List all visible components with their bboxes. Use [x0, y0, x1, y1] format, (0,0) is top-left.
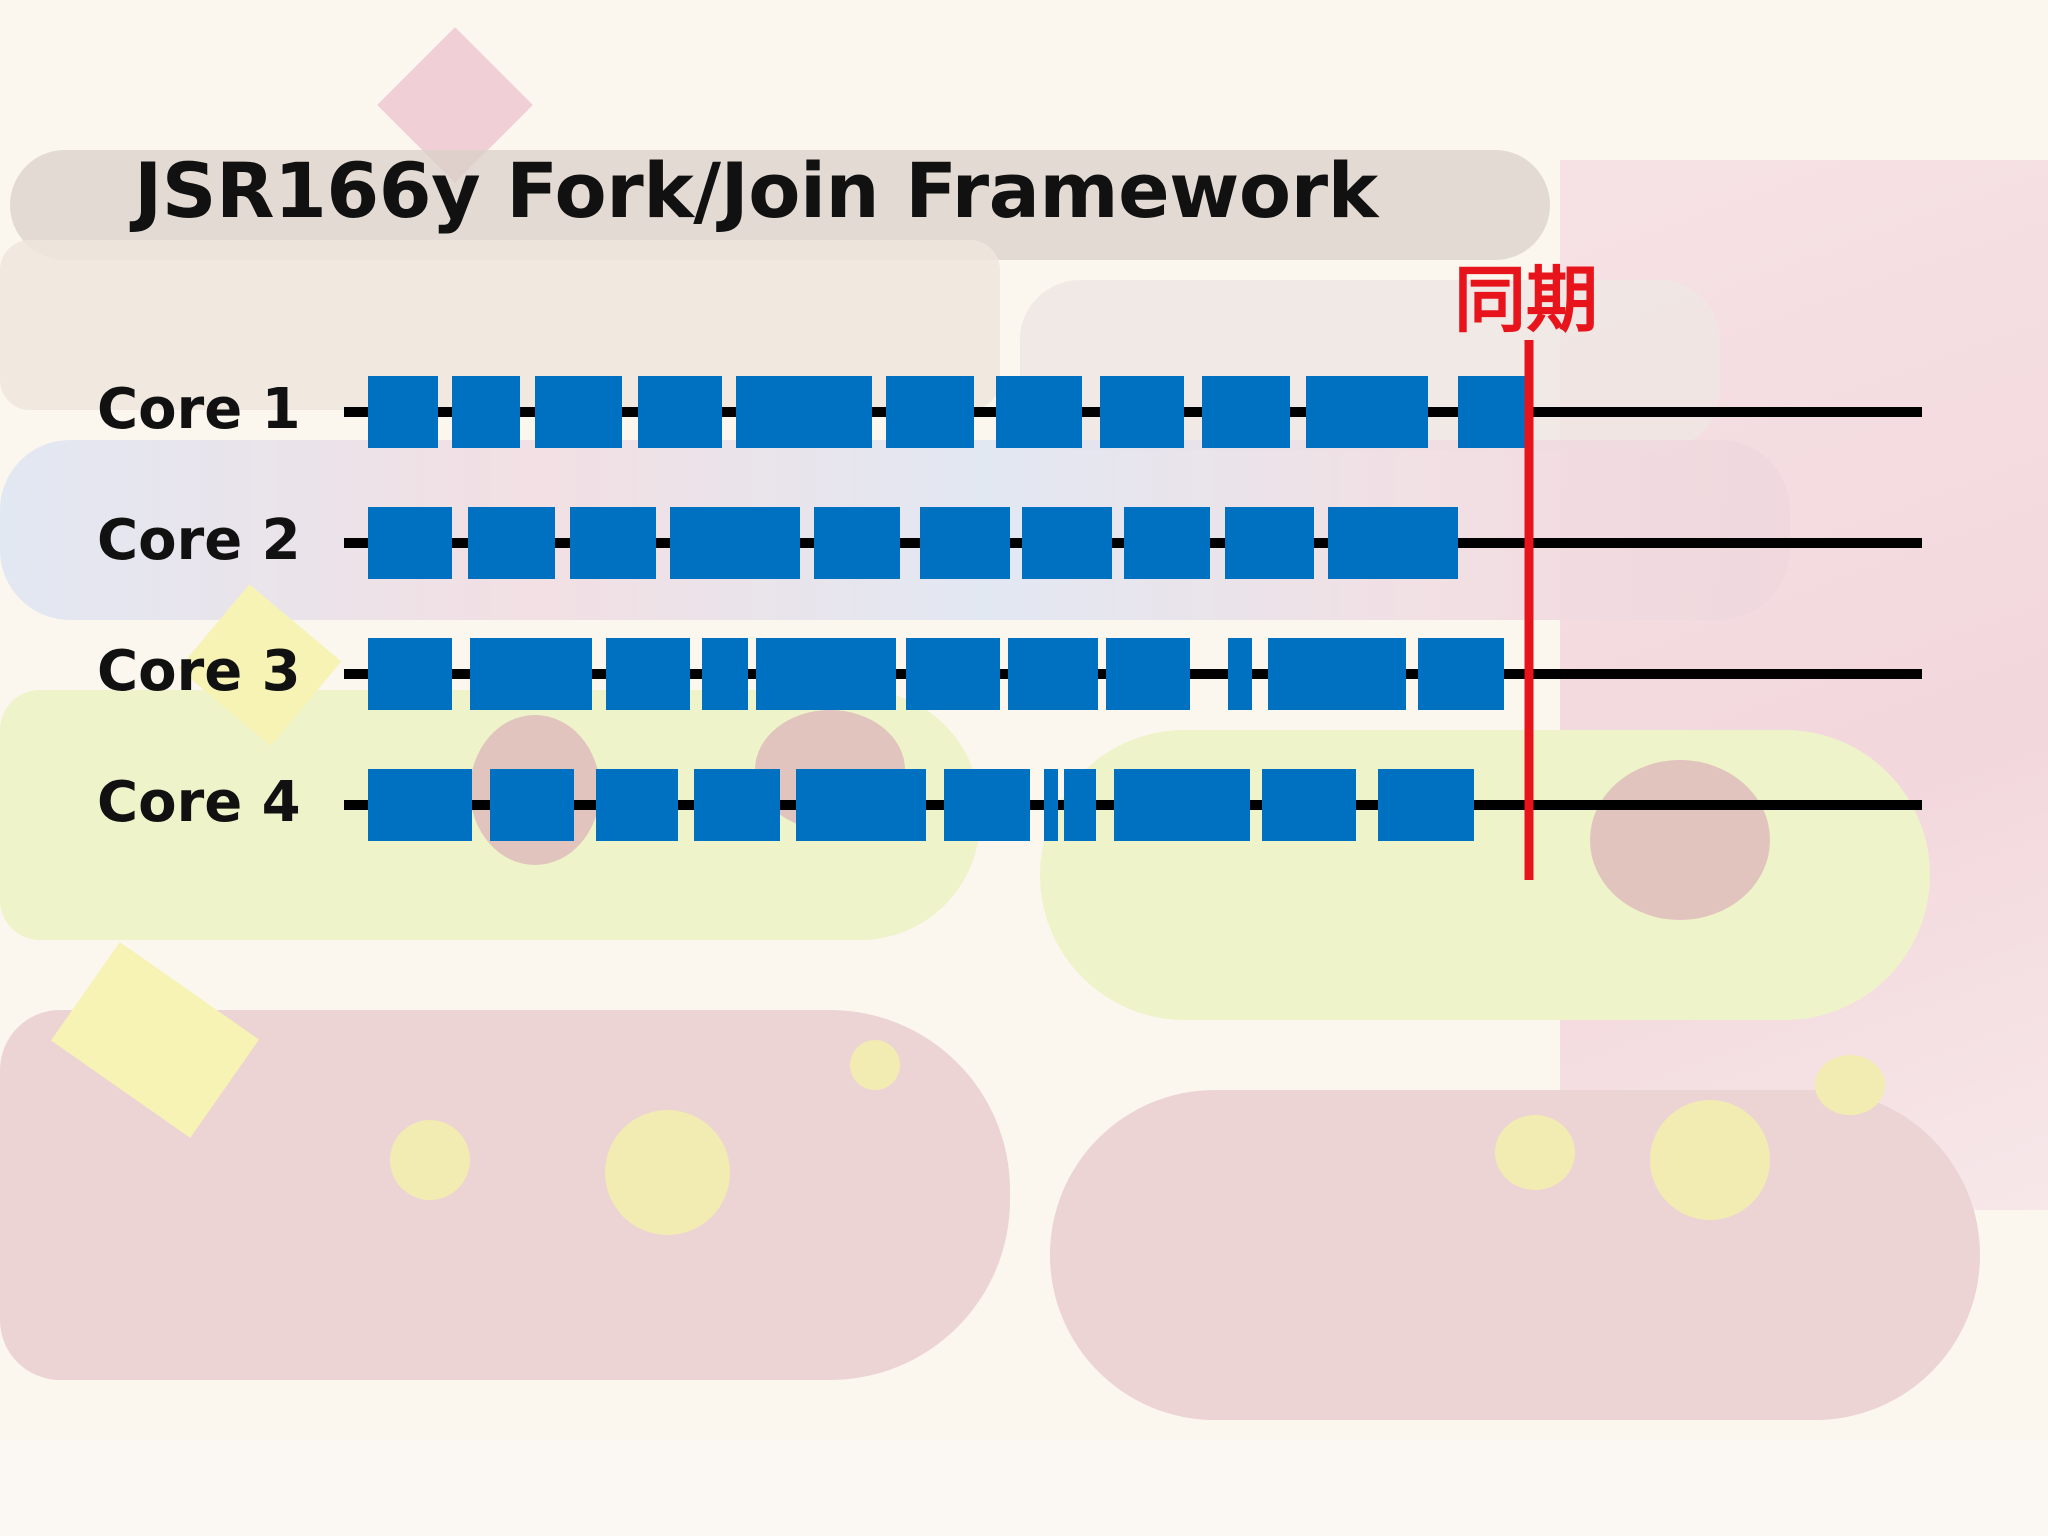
core-timelines	[344, 407, 1922, 810]
background-yellow-dot	[1495, 1115, 1575, 1190]
core-4-task-5	[796, 769, 926, 841]
core-4-task-3	[596, 769, 678, 841]
core-4-task-1	[368, 769, 472, 841]
core-2-task-5	[814, 507, 900, 579]
core-4-task-6	[944, 769, 1030, 841]
background-yellow-dot	[850, 1040, 900, 1090]
core-4-task-10	[1262, 769, 1356, 841]
core-1-task-5	[736, 376, 872, 448]
core-3-task-1	[368, 638, 452, 710]
core-2-task-1	[368, 507, 452, 579]
background-yellow-dot	[1815, 1055, 1885, 1115]
background-yellow-dot	[1650, 1100, 1770, 1220]
core-3-task-8	[1106, 638, 1190, 710]
core-2-task-8	[1124, 507, 1210, 579]
background-yellow-dot	[390, 1120, 470, 1200]
core-1-task-9	[1202, 376, 1290, 448]
core-3-task-5	[756, 638, 896, 710]
core-2-task-9	[1225, 507, 1314, 579]
core-2-task-2	[468, 507, 555, 579]
core-3-task-9	[1228, 638, 1252, 710]
core-3-task-2	[470, 638, 592, 710]
core-2-task-10	[1328, 507, 1458, 579]
core-1-task-1	[368, 376, 438, 448]
core-label-3: Core 3	[97, 639, 301, 704]
sync-label: 同期	[1454, 258, 1599, 342]
core-3-task-6	[906, 638, 1000, 710]
core-1-task-8	[1100, 376, 1184, 448]
core-1-task-7	[996, 376, 1082, 448]
core-label-4: Core 4	[97, 770, 301, 835]
core-1-task-3	[535, 376, 622, 448]
core-2-task-6	[920, 507, 1010, 579]
core-2-task-3	[570, 507, 656, 579]
background-yellow-dot	[605, 1110, 730, 1235]
core-4-task-9	[1114, 769, 1250, 841]
background-ladybug	[1590, 760, 1770, 920]
core-4-task-4	[694, 769, 780, 841]
core-3-task-11	[1418, 638, 1504, 710]
core-3-task-10	[1268, 638, 1406, 710]
core-3-task-3	[606, 638, 690, 710]
core-3-task-4	[702, 638, 748, 710]
background-floor	[0, 1440, 2048, 1536]
core-1-task-4	[638, 376, 722, 448]
core-4-task-8	[1064, 769, 1096, 841]
core-4-task-2	[490, 769, 574, 841]
core-2-task-4	[670, 507, 800, 579]
core-4-task-7	[1044, 769, 1058, 841]
core-1-task-10	[1306, 376, 1428, 448]
core-label-2: Core 2	[97, 508, 301, 573]
core-1-task-6	[886, 376, 974, 448]
core-2-task-7	[1022, 507, 1112, 579]
core-1-task-2	[452, 376, 520, 448]
slide-title: JSR166y Fork/Join Framework	[134, 146, 1378, 235]
core-1-task-11	[1458, 376, 1526, 448]
core-label-1: Core 1	[97, 377, 301, 442]
core-4-task-11	[1378, 769, 1474, 841]
core-3-task-7	[1008, 638, 1098, 710]
task-blocks	[368, 376, 1526, 841]
